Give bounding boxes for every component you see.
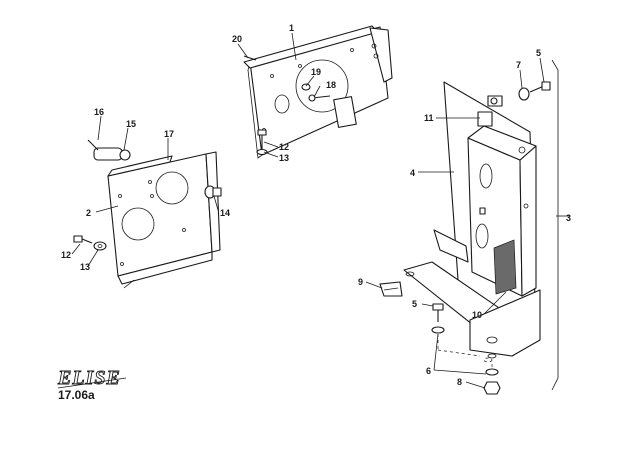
callout-19: 19 (311, 67, 321, 77)
figure-reference: 17.06a (58, 388, 95, 402)
part-1-bracket-panel (243, 25, 393, 159)
callout-13-left: 13 (80, 262, 90, 272)
callout-12-top: 12 (279, 142, 289, 152)
callout-1: 1 (289, 23, 294, 33)
callout-labels: 1 2 3 4 5 5 6 7 8 9 10 11 12 12 13 13 14… (61, 23, 571, 387)
part-4-bracket-assembly (379, 59, 559, 395)
callout-20: 20 (232, 34, 242, 44)
callout-5-bottom: 5 (412, 299, 417, 309)
callout-3: 3 (566, 213, 571, 223)
callout-12-left: 12 (61, 250, 71, 260)
callout-4: 4 (410, 168, 415, 178)
part-2-mounting-plate (73, 139, 222, 289)
callout-5-top: 5 (536, 48, 541, 58)
callout-7: 7 (516, 60, 521, 70)
callout-14: 14 (220, 208, 230, 218)
callout-15: 15 (126, 119, 136, 129)
callout-8: 8 (457, 377, 462, 387)
callout-11: 11 (424, 113, 434, 123)
callout-9: 9 (358, 277, 363, 287)
callout-18: 18 (326, 80, 336, 90)
leader-lines (71, 32, 570, 389)
callout-10: 10 (472, 310, 482, 320)
callout-2: 2 (86, 208, 91, 218)
callout-6: 6 (426, 366, 431, 376)
callout-17: 17 (164, 129, 174, 139)
elise-logo: ELISE (57, 367, 121, 389)
callout-16: 16 (94, 107, 104, 117)
callout-13-top: 13 (279, 153, 289, 163)
